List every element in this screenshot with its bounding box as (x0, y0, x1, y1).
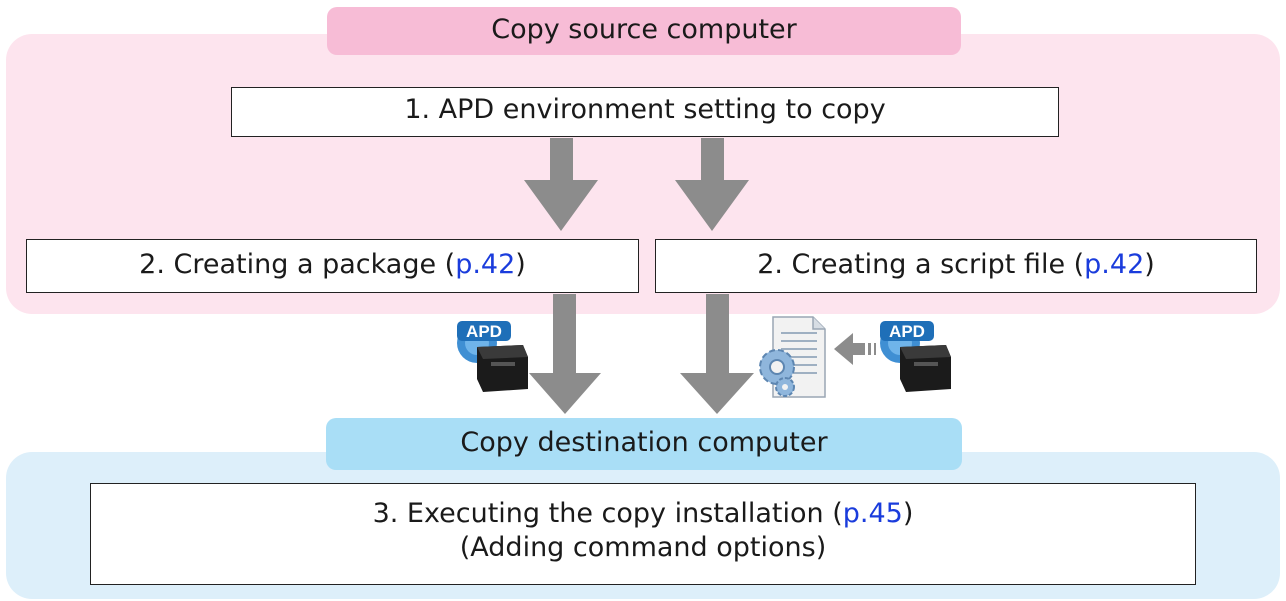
apd-printer-icon: APD (880, 321, 951, 392)
step2-script-text: 2. Creating a script file ( (757, 249, 1085, 280)
step1-text: 1. APD environment setting to copy (404, 94, 886, 125)
destination-computer-label: Copy destination computer (326, 418, 962, 470)
arrow-step1-to-script (675, 138, 749, 231)
step2-package-box: 2. Creating a package (p.42) (26, 239, 639, 293)
step2-script-box: 2. Creating a script file (p.42) (655, 239, 1257, 293)
arrow-script-to-destination (680, 294, 754, 414)
step2-package-suffix: ) (515, 249, 526, 280)
step3-box: 3. Executing the copy installation (p.45… (90, 483, 1196, 585)
apd-printer-icon: APD (457, 321, 528, 392)
step3-text: 3. Executing the copy installation ( (372, 498, 843, 529)
source-computer-label: Copy source computer (327, 7, 961, 55)
arrow-step1-to-package (524, 138, 598, 231)
script-file-gear-icon (759, 316, 826, 398)
step2-script-page-link[interactable]: p.42 (1084, 249, 1145, 280)
step2-package-page-link[interactable]: p.42 (455, 249, 516, 280)
small-left-arrow-icon (834, 333, 876, 365)
step3-suffix: ) (902, 498, 914, 529)
step3-page-link[interactable]: p.45 (842, 498, 903, 529)
step2-package-text: 2. Creating a package ( (139, 249, 456, 280)
step3-line2: (Adding command options) (459, 532, 827, 563)
step2-script-suffix: ) (1144, 249, 1155, 280)
svg-text:APD: APD (889, 322, 925, 341)
svg-text:APD: APD (466, 322, 502, 341)
step3-line1: 3. Executing the copy installation (p.45… (91, 497, 1195, 531)
step1-box: 1. APD environment setting to copy (231, 87, 1059, 137)
arrow-package-to-destination (529, 294, 601, 414)
